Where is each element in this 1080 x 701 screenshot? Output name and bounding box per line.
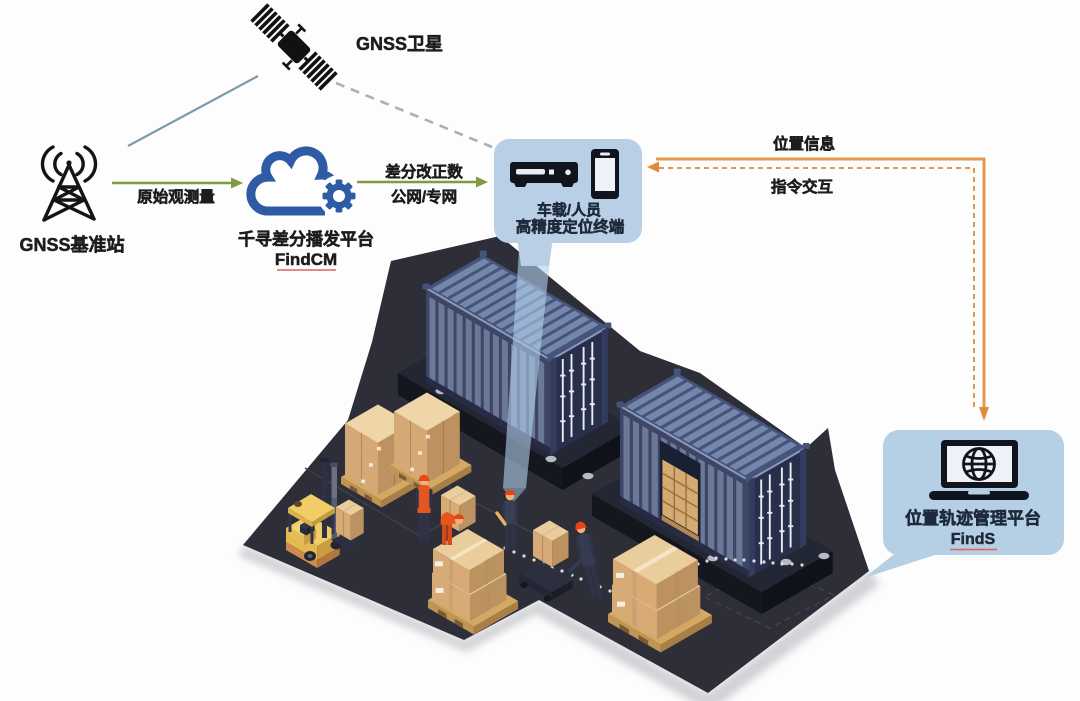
svg-text:GNSS卫星: GNSS卫星 <box>356 34 443 54</box>
svg-text:FindCM: FindCM <box>275 250 337 269</box>
svg-text:高精度定位终端: 高精度定位终端 <box>516 217 625 236</box>
svg-text:原始观测量: 原始观测量 <box>137 187 215 206</box>
svg-text:千寻差分播发平台: 千寻差分播发平台 <box>238 229 374 249</box>
svg-text:GNSS基准站: GNSS基准站 <box>19 234 124 255</box>
svg-text:位置轨迹管理平台: 位置轨迹管理平台 <box>905 508 1041 528</box>
svg-text:车载/人员: 车载/人员 <box>537 201 601 219</box>
svg-text:位置信息: 位置信息 <box>773 134 836 153</box>
svg-text:FindS: FindS <box>951 531 996 548</box>
svg-text:差分改正数: 差分改正数 <box>385 162 463 181</box>
svg-text:指令交互: 指令交互 <box>771 177 834 196</box>
svg-text:公网/专网: 公网/专网 <box>391 187 457 206</box>
